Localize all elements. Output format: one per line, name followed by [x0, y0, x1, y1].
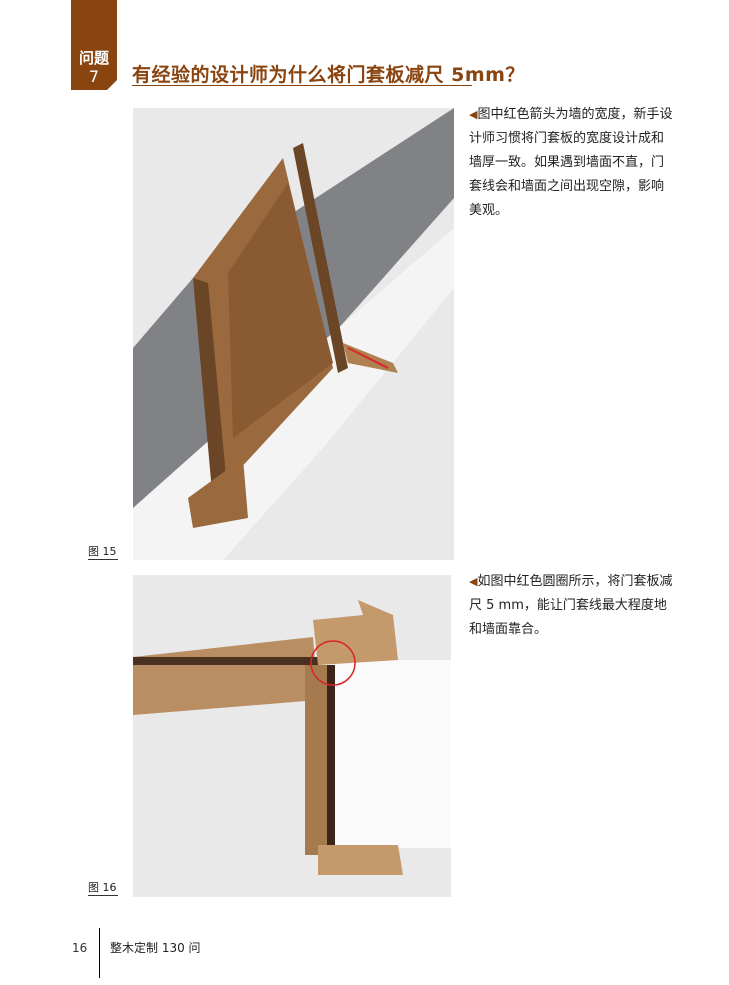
figure-16-section-image [133, 575, 451, 897]
caption-arrow-icon: ◀ [469, 575, 478, 588]
figure-15-caption: ◀图中红色箭头为墙的宽度，新手设计师习惯将门套板的宽度设计成和墙厚一致。如果遇到… [469, 103, 674, 223]
title-underline [132, 85, 472, 86]
figure-16-caption-text: 如图中红色圆圈所示，将门套板减尺 5 mm，能让门套线最大程度地和墙面靠合。 [469, 574, 673, 637]
figure-16-label: 图 16 [88, 881, 118, 896]
footer-divider [99, 928, 100, 978]
question-number: 7 [88, 67, 100, 86]
figure-15-door-frame-image [133, 108, 454, 560]
question-tab: 问题 7 [71, 0, 117, 90]
figure-16-caption: ◀如图中红色圆圈所示，将门套板减尺 5 mm，能让门套线最大程度地和墙面靠合。 [469, 570, 674, 642]
page-number: 16 [72, 941, 88, 955]
page-title: 有经验的设计师为什么将门套板减尺 5mm？ [132, 64, 525, 86]
book-title: 整木定制 130 问 [110, 941, 201, 955]
question-label: 问题 [78, 49, 109, 67]
figure-15-label: 图 15 [88, 545, 118, 560]
caption-arrow-icon: ◀ [469, 108, 478, 121]
figure-15-caption-text: 图中红色箭头为墙的宽度，新手设计师习惯将门套板的宽度设计成和墙厚一致。如果遇到墙… [469, 107, 673, 218]
